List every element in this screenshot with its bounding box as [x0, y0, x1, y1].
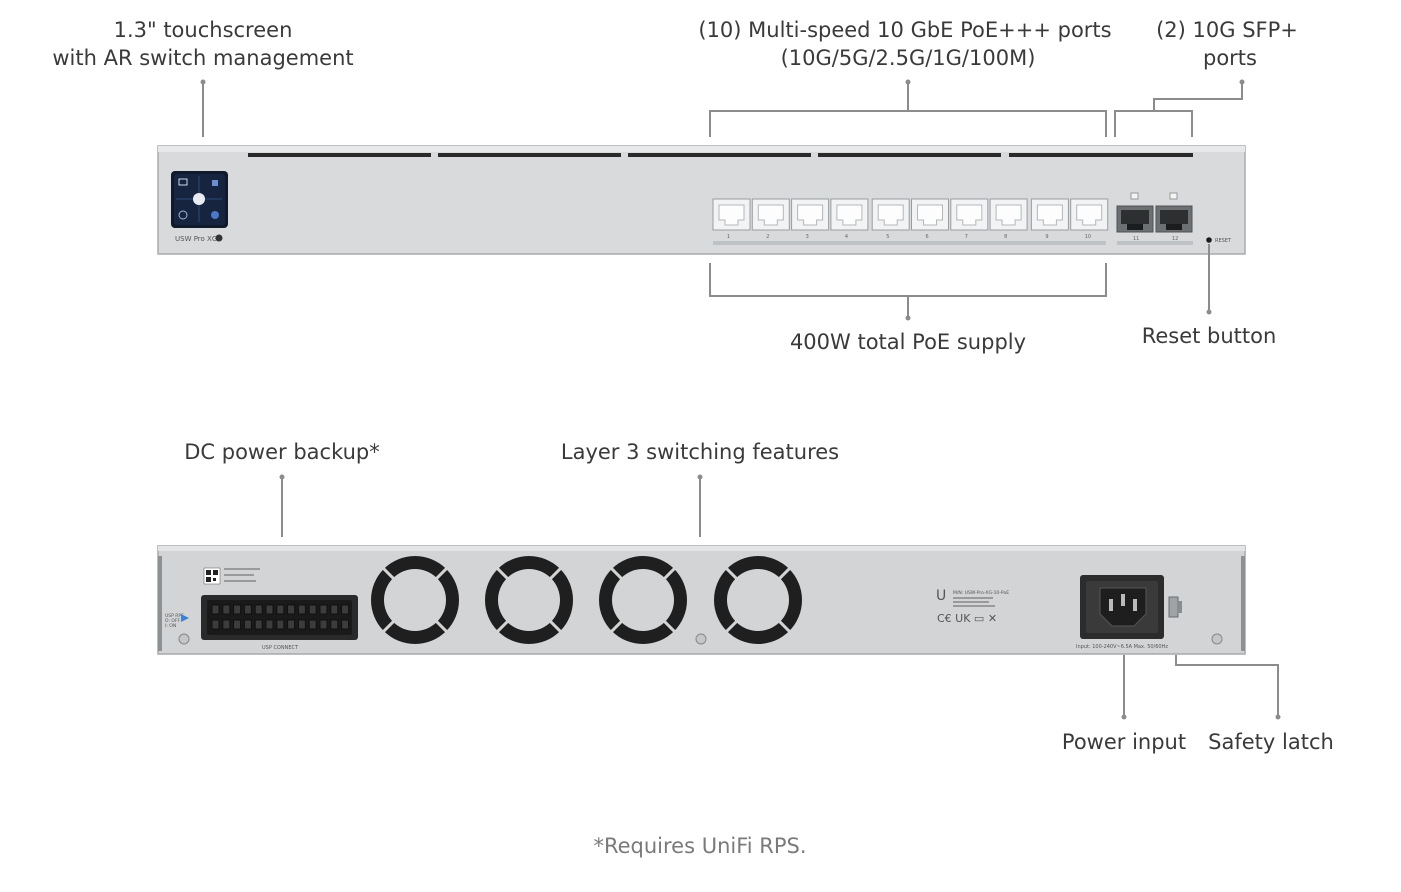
port-number-label: 4	[845, 234, 848, 240]
safety-latch[interactable]	[1168, 596, 1182, 618]
vent-slot	[1009, 153, 1193, 157]
safety-latch-callout: Safety latch	[1208, 730, 1334, 754]
sfp-callout-line2: ports	[1203, 46, 1257, 70]
port-number-label: 6	[926, 234, 929, 240]
rear-panel: USP RPS O: OFF I: ON USP CONNECT U M/N: …	[157, 545, 1246, 655]
poe-ports-callout-line1: (10) Multi-speed 10 GbE PoE+++ ports	[698, 18, 1111, 42]
cooling-fan	[714, 556, 802, 644]
port-number-label: 3	[806, 234, 809, 240]
port-number-label: 2	[766, 234, 769, 240]
port-number-label: 12	[1172, 236, 1178, 242]
sfp-port[interactable]: 12	[1155, 192, 1193, 242]
touchscreen-display	[171, 171, 228, 228]
ubiquiti-logo-icon: U	[936, 588, 946, 604]
rps-connector-label: USP CONNECT	[262, 645, 299, 651]
vent-slot	[438, 153, 621, 157]
rj45-port[interactable]: 5	[871, 198, 910, 240]
sfp-port[interactable]: 11	[1116, 192, 1154, 242]
vent-slot	[628, 153, 811, 157]
vent-slot	[818, 153, 1001, 157]
front-callout-lines	[200, 79, 1245, 321]
sfp-callout-line1: (2) 10G SFP+	[1156, 18, 1298, 42]
screw-icon	[1211, 633, 1223, 645]
compliance-marks-icon: C€ UK ▭ ✕	[937, 612, 997, 625]
port-number-label: 5	[886, 234, 889, 240]
port-number-label: 8	[1004, 234, 1007, 240]
sfp-led-icon	[1130, 192, 1139, 200]
cooling-fan	[485, 556, 573, 644]
rps-switch-off-label: O: OFF	[165, 618, 181, 624]
poe-ports-callout-line2: (10G/5G/2.5G/1G/100M)	[781, 46, 1036, 70]
sfp-port-group: 11 12	[1116, 192, 1193, 242]
fan-group	[371, 556, 802, 644]
reset-label: RESET	[1215, 238, 1232, 244]
layer3-callout: Layer 3 switching features	[561, 440, 839, 464]
power-inlet[interactable]	[1080, 575, 1164, 639]
model-number-label: M/N: USW-Pro-XG-10-PoE	[953, 590, 1009, 596]
touchscreen-callout-line2: with AR switch management	[52, 46, 353, 70]
power-rating-label: Input: 100-240V~6.5A Max. 50/60Hz	[1076, 644, 1168, 650]
rj45-port[interactable]: 9	[1030, 198, 1069, 240]
rj45-port[interactable]: 4	[830, 198, 869, 240]
port-number-label: 7	[965, 234, 968, 240]
rj45-port-group: 1 2 3 4 5 6 7 8 9 10	[712, 198, 1109, 240]
rj45-port[interactable]: 8	[989, 198, 1028, 240]
rj45-port[interactable]: 6	[911, 198, 949, 240]
port-number-label: 1	[727, 234, 730, 240]
rj45-port[interactable]: 2	[751, 198, 790, 240]
cooling-fan	[599, 556, 687, 644]
screw-icon	[178, 633, 190, 645]
reset-button-callout: Reset button	[1142, 324, 1277, 348]
rps-switch-on-label: I: ON	[165, 623, 176, 629]
rj45-port[interactable]: 1	[712, 198, 751, 240]
screw-icon	[695, 633, 707, 645]
model-label: USW Pro XG	[175, 235, 217, 243]
poe-supply-callout: 400W total PoE supply	[790, 330, 1026, 354]
reset-button[interactable]	[1206, 237, 1212, 243]
cooling-fan	[371, 556, 459, 644]
touchscreen-callout-line1: 1.3" touchscreen	[114, 18, 293, 42]
power-input-callout: Power input	[1062, 730, 1186, 754]
rps-connector[interactable]	[201, 595, 358, 640]
ubiquiti-logo-icon	[215, 234, 223, 242]
port-number-label: 10	[1085, 234, 1091, 240]
port-number-label: 11	[1133, 236, 1139, 242]
sfp-led-icon	[1169, 192, 1178, 200]
rj45-port[interactable]: 7	[950, 198, 989, 240]
rj45-port[interactable]: 3	[791, 198, 830, 240]
port-number-label: 9	[1045, 234, 1048, 240]
vent-slot	[248, 153, 431, 157]
rj45-port[interactable]: 10	[1070, 198, 1109, 240]
dc-backup-callout: DC power backup*	[184, 440, 380, 464]
rps-switch-indicator-icon[interactable]	[181, 614, 189, 622]
rear-callout-lines	[279, 474, 1281, 720]
rps-switch-label: USP RPS	[165, 613, 184, 619]
footnote: *Requires UniFi RPS.	[593, 834, 806, 858]
